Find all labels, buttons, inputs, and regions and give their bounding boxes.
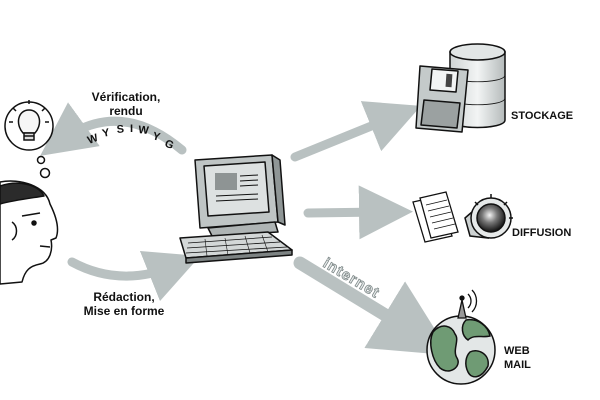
redaction-label: Rédaction, Mise en forme [64, 290, 184, 318]
wysiwyg-letter: W [86, 132, 100, 147]
redaction-line2: Mise en forme [83, 304, 165, 318]
arrow-internet: internet [293, 254, 452, 356]
wysiwyg-letter: Y [151, 130, 162, 144]
arrow-to-diffusion [303, 185, 413, 240]
stockage-label: STOCKAGE [511, 110, 574, 122]
antenna-icon [457, 289, 478, 319]
arrow-to-stockage [290, 101, 422, 162]
wysiwyg-letter: S [116, 123, 124, 136]
verification-line1: Vérification, [91, 90, 161, 104]
wysiwyg-letter: Y [101, 127, 111, 140]
redaction-line1: Rédaction, [93, 290, 155, 304]
web-line2: MAIL [504, 359, 531, 371]
wysiwyg-letter: W [138, 124, 150, 137]
arrow-redaction [67, 250, 201, 302]
web-line1: WEB [504, 345, 530, 357]
wysiwyg-letter: G [163, 138, 175, 152]
web-mail-label: WEB MAIL [504, 344, 531, 372]
computer-icon [179, 154, 293, 264]
documents-icon [412, 191, 459, 243]
wysiwyg-label: W Y S I W Y G [86, 123, 175, 152]
diffusion-label: DIFFUSION [512, 227, 572, 239]
floppy-disk-icon [415, 65, 469, 133]
verification-label: Vérification, rendu [78, 90, 174, 118]
globe-icon [426, 315, 496, 385]
person-icon [0, 180, 59, 285]
verification-line2: rendu [109, 104, 143, 118]
projector-icon [464, 194, 513, 239]
lightbulb-icon [4, 100, 54, 179]
arrow-wysiwyg-feedback [40, 102, 187, 156]
wysiwyg-letter: I [130, 123, 133, 135]
